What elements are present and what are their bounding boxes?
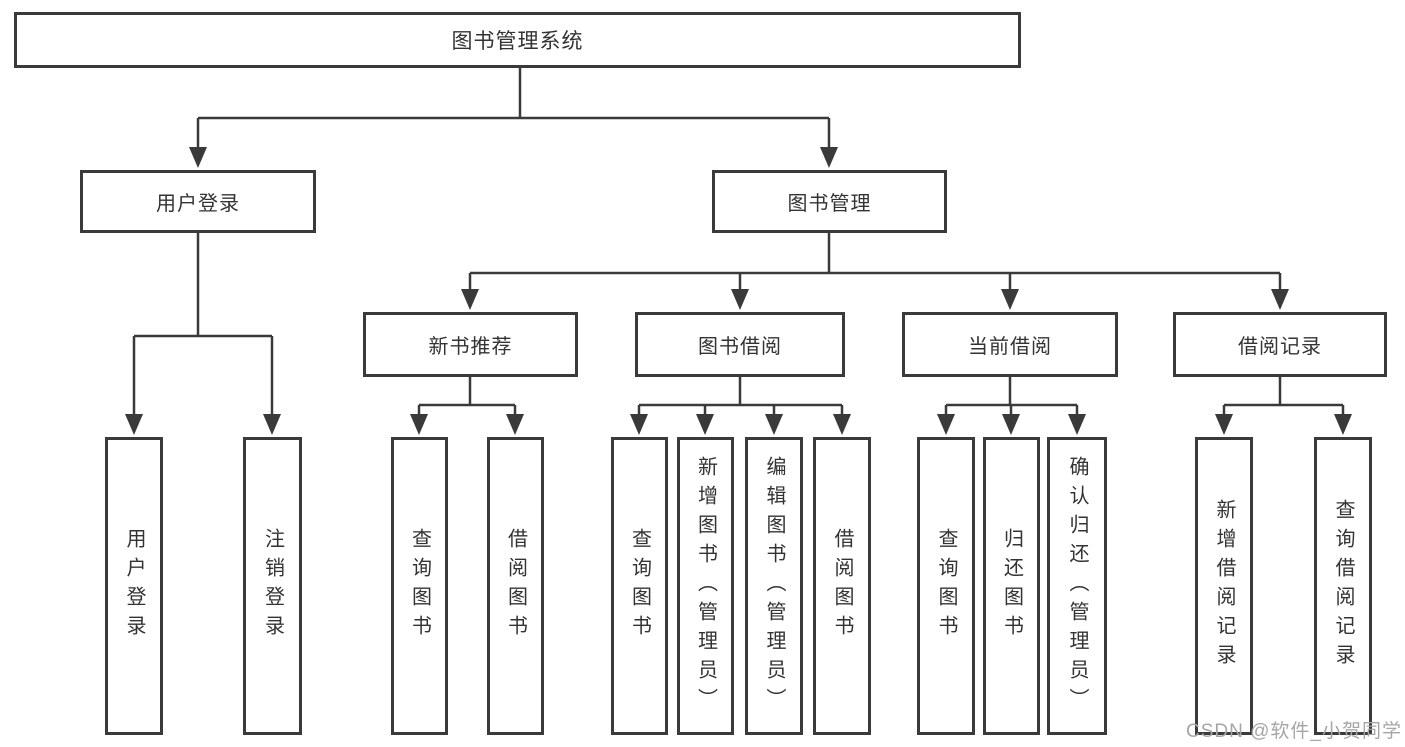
node-new-book-recommend: 新书推荐 xyxy=(363,312,578,377)
node-edit-book-admin: 编辑图书（管理员） xyxy=(745,437,803,735)
node-confirm-return-admin: 确认归还（管理员） xyxy=(1047,437,1107,735)
node-login: 用户登录 xyxy=(105,437,163,735)
node-label: 图书管理系统 xyxy=(451,30,584,53)
node-label: 图书借阅 xyxy=(698,336,782,358)
tree-edges xyxy=(132,68,1345,418)
node-borrowing-records: 借阅记录 xyxy=(1173,312,1387,377)
node-label: 查询图书 xyxy=(935,528,957,644)
node-label: 编辑图书（管理员） xyxy=(763,455,785,717)
node-label: 注销登录 xyxy=(261,528,284,644)
node-label: 查询图书 xyxy=(628,528,651,644)
node-user-login: 用户登录 xyxy=(80,170,316,233)
node-label: 新增图书（管理员） xyxy=(694,455,717,717)
node-label: 当前借阅 xyxy=(968,336,1052,358)
node-current-borrowing: 当前借阅 xyxy=(902,312,1118,377)
node-label: 借阅图书 xyxy=(504,528,527,644)
node-add-borrow-record: 新增借阅记录 xyxy=(1195,437,1253,735)
node-book-borrowing: 图书借阅 xyxy=(635,312,845,377)
node-borrow-books-recommend: 借阅图书 xyxy=(487,437,544,735)
node-label: 图书管理 xyxy=(787,193,872,215)
node-label: 归还图书 xyxy=(1000,528,1023,644)
node-label: 查询借阅记录 xyxy=(1332,499,1354,673)
node-label: 借阅记录 xyxy=(1238,336,1322,358)
node-label: 新增借阅记录 xyxy=(1213,499,1235,673)
node-book-management: 图书管理 xyxy=(712,170,947,233)
arrowheads xyxy=(125,147,1352,435)
node-label: 查询图书 xyxy=(408,528,431,644)
node-label: 确认归还（管理员） xyxy=(1066,455,1088,717)
node-query-borrow-record: 查询借阅记录 xyxy=(1314,437,1372,735)
node-logout: 注销登录 xyxy=(243,437,302,735)
node-label: 新书推荐 xyxy=(428,336,513,358)
csdn-watermark: CSDN @软件_小贺同学 xyxy=(1186,721,1402,742)
node-query-books-current: 查询图书 xyxy=(917,437,975,735)
node-return-books: 归还图书 xyxy=(983,437,1040,735)
node-label: 用户登录 xyxy=(123,528,145,644)
node-query-books-recommend: 查询图书 xyxy=(391,437,448,735)
node-label: 用户登录 xyxy=(156,193,240,215)
node-borrow-books-borrowing: 借阅图书 xyxy=(813,437,871,735)
node-add-book-admin: 新增图书（管理员） xyxy=(677,437,734,735)
node-book-management-system: 图书管理系统 xyxy=(14,12,1021,68)
node-query-books-borrowing: 查询图书 xyxy=(611,437,668,735)
node-label: 借阅图书 xyxy=(831,528,853,644)
